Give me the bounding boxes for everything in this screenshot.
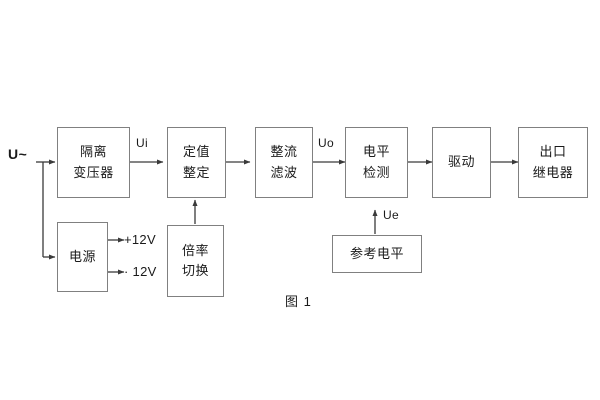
block-line: 参考电平 — [349, 245, 404, 261]
signal-label-ue: Ue — [383, 208, 399, 222]
block-line: 倍率 — [181, 242, 209, 258]
block-line: 继电器 — [532, 164, 574, 180]
block-setting-value[interactable]: 定值 整定 — [167, 127, 226, 198]
block-rectifier-filter[interactable]: 整流 滤波 — [255, 127, 313, 198]
block-power-supply[interactable]: 电源 — [57, 222, 108, 292]
block-output-relay[interactable]: 出口 继电器 — [518, 127, 588, 198]
block-line: 整流 — [270, 144, 298, 160]
rail-label-positive: +12V — [124, 232, 156, 247]
block-reference-level[interactable]: 参考电平 — [332, 235, 422, 273]
block-line: 整定 — [182, 164, 210, 180]
block-line: 隔离 — [79, 144, 107, 160]
signal-label-uo: Uo — [318, 136, 334, 150]
block-driver[interactable]: 驱动 — [432, 127, 491, 198]
rail-label-negative: · 12V — [124, 264, 157, 279]
block-multiplier-switch[interactable]: 倍率 切换 — [167, 225, 224, 297]
block-level-detection[interactable]: 电平 检测 — [345, 127, 408, 198]
block-line: 电源 — [68, 248, 96, 264]
figure-caption: 图 1 — [285, 294, 312, 309]
signal-label-ui: Ui — [136, 136, 148, 150]
block-line: 定值 — [182, 144, 210, 160]
block-line: 切换 — [181, 263, 209, 278]
wire-source-branch — [36, 159, 56, 260]
block-line: 滤波 — [270, 164, 298, 180]
block-line: 电平 — [362, 144, 390, 160]
source-label-u: U~ — [8, 146, 28, 162]
block-line: 驱动 — [447, 154, 475, 170]
block-line: 检测 — [362, 164, 390, 180]
block-isolation-transformer[interactable]: 隔离 变压器 — [57, 127, 130, 198]
block-line: 出口 — [539, 144, 567, 160]
block-line: 变压器 — [73, 164, 114, 180]
